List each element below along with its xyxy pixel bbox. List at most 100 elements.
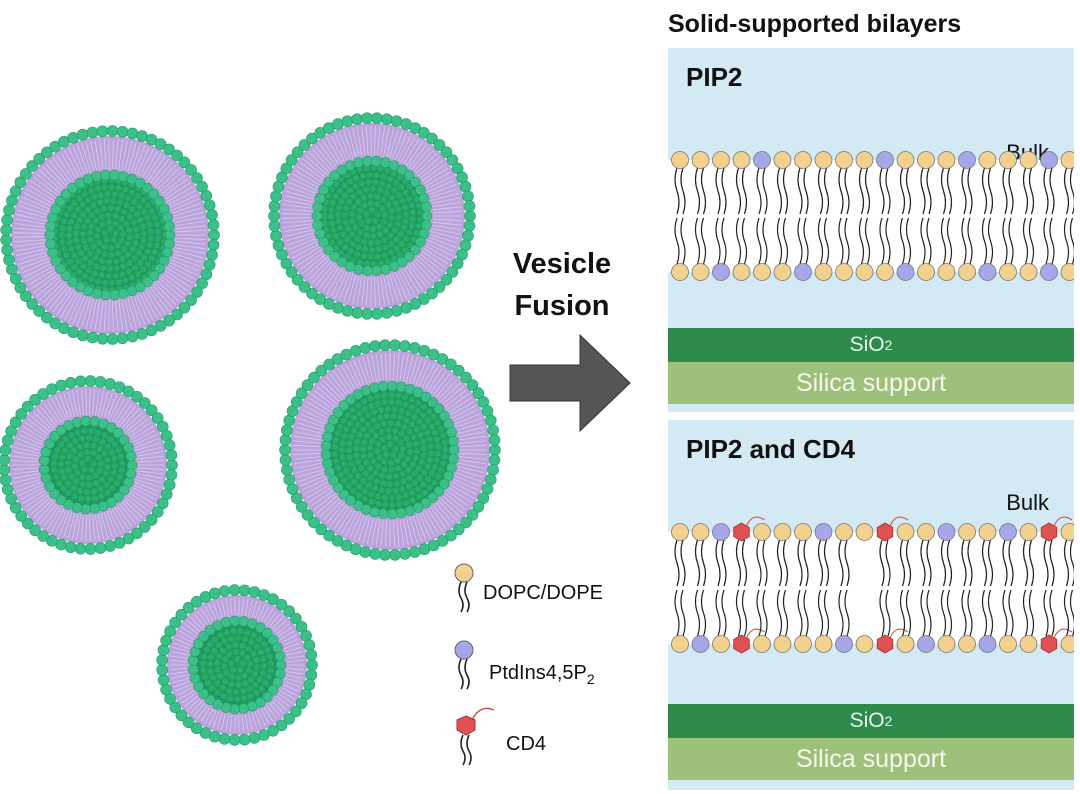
lipid [753,151,771,281]
pip2-head [753,151,771,169]
pip2-head [1040,151,1058,169]
lipid [814,151,833,281]
dopc-head [773,635,792,653]
dopc-head [671,635,689,653]
pip2-head [814,523,833,541]
pip2-head [835,635,853,653]
lipid [1019,151,1038,281]
lipid [773,523,792,653]
lipid [1040,151,1058,281]
diagram-title: Solid-supported bilayers [668,9,962,38]
lipid-bilayer [668,516,1074,654]
dopc-head [814,635,833,653]
dopc-head [814,151,833,169]
dopc-head [835,263,853,281]
dopc-head [691,523,710,541]
dopc-head [937,635,956,653]
dopc-head [835,523,853,541]
vesicle [0,375,178,555]
dopc-head [876,263,894,281]
lipid [855,523,874,653]
dopc-head [753,635,771,653]
dopc-head [917,523,935,541]
lipid [753,523,771,653]
dopc-head [855,523,874,541]
cd4-head [876,522,894,542]
dopc-head [691,263,710,281]
pip2-head [958,151,976,169]
lipid [671,523,689,653]
membrane-core [668,160,1074,272]
legend-label-pip2-text: PtdIns4,5P [489,662,587,684]
bulk-label: Bulk [1006,490,1049,515]
dopc-head [732,263,751,281]
dopc-head [958,635,976,653]
lipid [937,151,956,281]
dopc-head [1060,151,1074,169]
cd4-head [733,522,750,542]
dopc-head [1019,635,1038,653]
pip2-head [876,151,894,169]
pip2-head [794,263,812,281]
pip2-head [896,263,915,281]
fusion-label-line2: Fusion [514,290,610,322]
legend-label-pip2: PtdIns4,5P2 [489,662,595,687]
lipid [794,523,812,653]
dopc-head [999,263,1017,281]
panel-title: PIP2 and CD4 [686,434,856,464]
pip2-head [999,523,1017,541]
legend-label-cd4: CD4 [506,733,547,755]
vesicle-group [0,112,501,746]
vesicle [0,125,220,345]
dopc-head [835,151,853,169]
cd4-head [876,634,894,654]
dopc-head [794,523,812,541]
panel-title: PIP2 [686,62,743,92]
lipid [917,151,935,281]
sio2-label: SiO [849,709,885,732]
pip2-head [978,263,997,281]
dopc-head [773,263,792,281]
legend-label-dopc: DOPC/DOPE [483,582,604,604]
lipid [814,523,833,653]
dopc-head [671,151,689,169]
lipid [794,151,812,281]
pip2-head [1040,263,1058,281]
dopc-head [1019,523,1038,541]
dopc-head [773,523,792,541]
silica-support-label: Silica support [795,368,947,397]
dopc-head [671,263,689,281]
lipid [691,523,710,653]
pip2-head [691,635,710,653]
lipid [958,523,976,653]
pip2-head [917,635,935,653]
legend-label-pip2-subscript: 2 [586,671,595,687]
lipid [1019,523,1038,653]
lipid [835,523,853,653]
pip2-head [712,523,730,541]
lipid-bilayer [668,151,1074,281]
lipid [671,151,689,281]
lipid [978,151,997,281]
lipid [917,523,935,653]
lipid [691,151,710,281]
dopc-head [937,263,956,281]
dopc-head [999,635,1017,653]
vesicle [268,112,476,320]
sio2-subscript: 2 [884,337,893,353]
dopc-head [1060,635,1074,653]
lipid [773,151,792,281]
dopc-head [712,635,730,653]
lipid [958,151,976,281]
lipid [999,151,1017,281]
pip2-head [937,523,956,541]
lipid [876,516,909,654]
dopc-head [1019,151,1038,169]
pip2-lipid-icon [454,640,474,690]
lipid [876,151,894,281]
lipid [937,523,956,653]
lipid [835,151,853,281]
cd4-head [733,634,750,654]
lipid [1060,523,1074,653]
